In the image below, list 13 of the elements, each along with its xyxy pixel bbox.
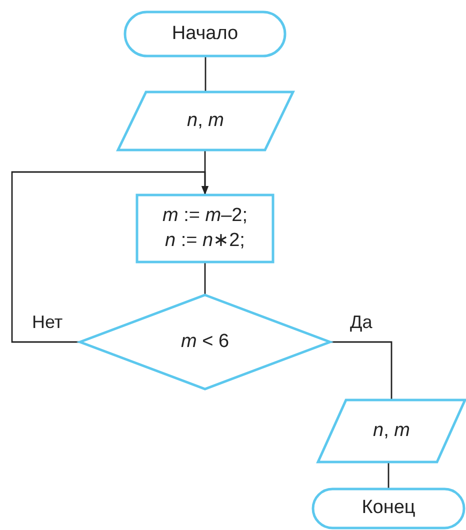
connector-arrow bbox=[11, 171, 209, 343]
node-text: Конец bbox=[362, 496, 416, 520]
terminator-shape bbox=[125, 12, 285, 56]
process-box bbox=[137, 195, 273, 262]
node-text: m < 6 bbox=[180, 330, 230, 354]
input-output-parallelogram bbox=[118, 92, 293, 150]
terminator-shape bbox=[313, 489, 464, 528]
input-output-parallelogram bbox=[318, 400, 465, 462]
node-text: n := n∗2; bbox=[165, 228, 245, 252]
node-text: Начало bbox=[172, 22, 238, 46]
node-text: m := m–2; bbox=[162, 204, 248, 228]
node-text: n, m bbox=[187, 108, 224, 133]
node-text: n, m bbox=[373, 418, 410, 443]
